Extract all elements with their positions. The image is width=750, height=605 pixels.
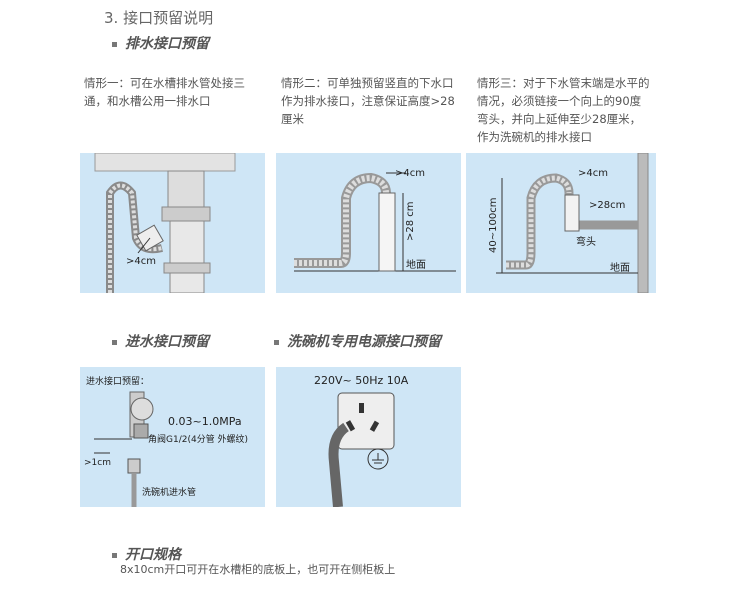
d3-height-label: >28cm xyxy=(589,200,625,211)
power-section-label: 洗碗机专用电源接口预留 xyxy=(287,334,441,350)
inlet-title-label: 进水接口预留： xyxy=(86,375,149,387)
case-3-text: 情形三：对于下水管末端是水平的情况，必须链接一个向上的90度弯头，并向上延伸至少… xyxy=(477,76,650,144)
d2-floor-label: 地面 xyxy=(406,258,426,271)
drain-diagram-3: 40~100cm >4cm >28cm 弯头 地面 xyxy=(466,153,656,293)
bullet-icon xyxy=(112,552,117,558)
d1-gap-label: >4cm xyxy=(126,256,156,267)
cutout-section-label: 开口规格 xyxy=(125,547,181,563)
inlet-section-title: 进水接口预留 xyxy=(112,331,209,351)
cutout-section-title: 开口规格 xyxy=(112,544,181,564)
cutout-note: 8x10cm开口可开在水槽柜的底板上，也可开在侧柜板上 xyxy=(120,563,396,576)
drain-section-title: 排水接口预留 xyxy=(112,33,209,53)
drain-section-label: 排水接口预留 xyxy=(125,36,209,52)
drain-diagram-2: >4cm >28 cm 地面 xyxy=(276,153,461,293)
bullet-icon xyxy=(112,339,117,345)
d2-height-label: >28 cm xyxy=(405,201,416,241)
inlet-pressure-label: 0.03~1.0MPa xyxy=(168,415,242,428)
bullet-icon xyxy=(112,41,117,47)
inlet-diagram: 进水接口预留： 0.03~1.0MPa 角阀G1/2(4分管 外螺纹) >1cm… xyxy=(80,367,265,507)
case-2-text: 情形二：可单独预留竖直的下水口作为排水接口，注意保证高度>28厘米 xyxy=(281,76,455,126)
d3-elbow-label: 弯头 xyxy=(576,235,596,248)
power-spec-label: 220V~ 50Hz 10A xyxy=(314,374,409,387)
d2-gap-label: >4cm xyxy=(395,168,425,179)
inlet-hose-label: 洗碗机进水管 xyxy=(142,486,196,498)
drain-diagram-1: >4cm xyxy=(80,153,265,293)
page-heading: 3. 接口预留说明 xyxy=(104,9,214,27)
power-diagram: 220V~ 50Hz 10A xyxy=(276,367,461,507)
inlet-valve-label: 角阀G1/2(4分管 外螺纹) xyxy=(148,433,248,445)
power-section-title: 洗碗机专用电源接口预留 xyxy=(274,331,441,351)
d3-gap-label: >4cm xyxy=(578,168,608,179)
d3-range-label: 40~100cm xyxy=(488,198,499,253)
d3-floor-label: 地面 xyxy=(610,261,630,274)
inlet-gap-label: >1cm xyxy=(84,458,111,468)
bullet-icon xyxy=(274,339,279,345)
case-1-text: 情形一：可在水槽排水管处接三通，和水槽公用一排水口 xyxy=(84,76,245,108)
inlet-section-label: 进水接口预留 xyxy=(125,334,209,350)
